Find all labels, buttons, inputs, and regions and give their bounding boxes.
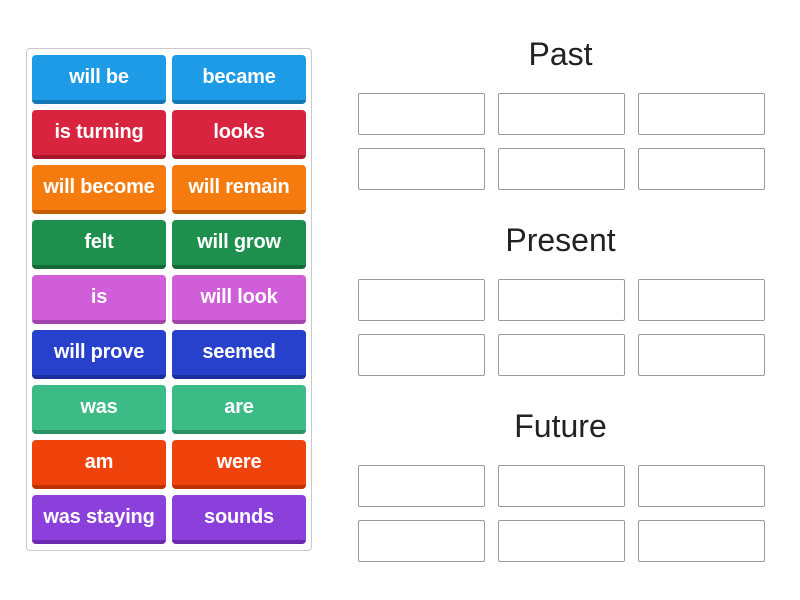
word-tile[interactable]: will grow bbox=[172, 220, 306, 269]
drop-slot-present[interactable] bbox=[358, 279, 485, 321]
word-tile[interactable]: looks bbox=[172, 110, 306, 159]
word-tile[interactable]: sounds bbox=[172, 495, 306, 544]
word-tile[interactable]: will become bbox=[32, 165, 166, 214]
word-tile[interactable]: is turning bbox=[32, 110, 166, 159]
drop-slot-present[interactable] bbox=[498, 279, 625, 321]
drop-slot-present[interactable] bbox=[638, 334, 765, 376]
word-tile[interactable]: felt bbox=[32, 220, 166, 269]
word-tile[interactable]: will remain bbox=[172, 165, 306, 214]
drop-slot-past[interactable] bbox=[358, 148, 485, 190]
word-tile[interactable]: was staying bbox=[32, 495, 166, 544]
group-title-past: Past bbox=[528, 36, 593, 72]
drop-slot-present[interactable] bbox=[498, 334, 625, 376]
word-tile[interactable]: were bbox=[172, 440, 306, 489]
group-title-future: Future bbox=[514, 408, 607, 444]
drop-slot-present[interactable] bbox=[638, 279, 765, 321]
word-tile[interactable]: are bbox=[172, 385, 306, 434]
drop-slot-future[interactable] bbox=[638, 520, 765, 562]
word-tile[interactable]: became bbox=[172, 55, 306, 104]
drop-slot-past[interactable] bbox=[358, 93, 485, 135]
word-tile[interactable]: was bbox=[32, 385, 166, 434]
drop-slot-future[interactable] bbox=[358, 520, 485, 562]
drop-slot-future[interactable] bbox=[638, 465, 765, 507]
drop-slot-future[interactable] bbox=[498, 520, 625, 562]
drop-slot-present[interactable] bbox=[358, 334, 485, 376]
drop-slot-past[interactable] bbox=[638, 93, 765, 135]
word-tile[interactable]: will be bbox=[32, 55, 166, 104]
word-tile[interactable]: am bbox=[32, 440, 166, 489]
drop-slot-past[interactable] bbox=[498, 148, 625, 190]
word-tile[interactable]: will look bbox=[172, 275, 306, 324]
word-tile[interactable]: seemed bbox=[172, 330, 306, 379]
word-tile[interactable]: will prove bbox=[32, 330, 166, 379]
drop-slot-future[interactable] bbox=[358, 465, 485, 507]
word-tile[interactable]: is bbox=[32, 275, 166, 324]
drop-slot-past[interactable] bbox=[638, 148, 765, 190]
drop-slot-past[interactable] bbox=[498, 93, 625, 135]
drop-slot-future[interactable] bbox=[498, 465, 625, 507]
group-title-present: Present bbox=[505, 222, 616, 258]
